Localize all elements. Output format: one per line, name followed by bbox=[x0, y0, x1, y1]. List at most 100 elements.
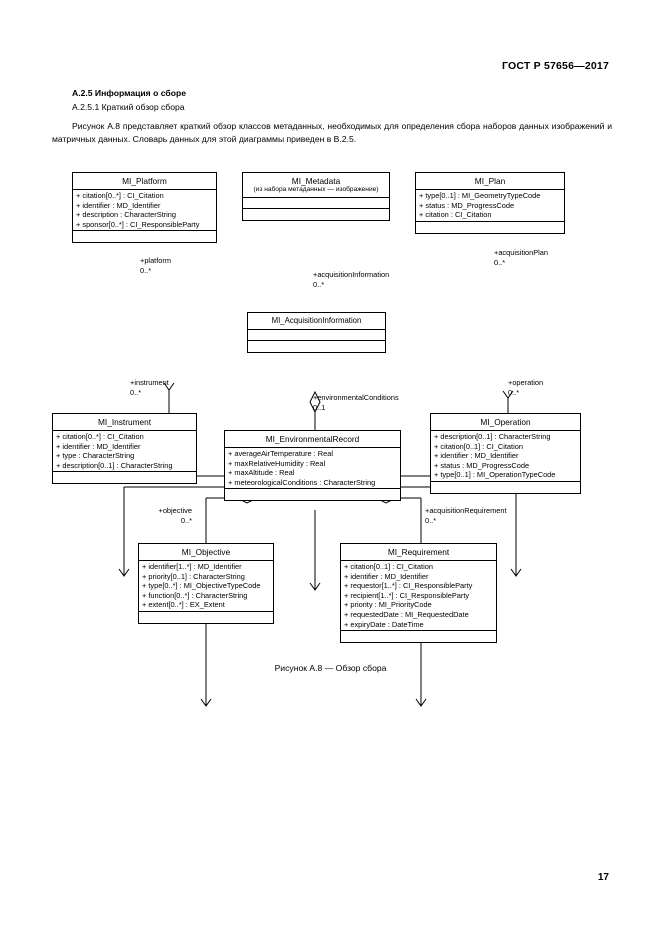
class-attributes bbox=[243, 198, 389, 209]
attribute-row: + citation[0..*] : CI_Citation bbox=[56, 432, 144, 441]
association-multiplicity: 0..* bbox=[140, 265, 152, 275]
uml-class-diagram: MI_Platform + citation[0..*] : CI_Citati… bbox=[0, 160, 661, 707]
attribute-row: + requestor[1..*] : CI_ResponsibleParty bbox=[344, 581, 473, 591]
attribute-row: + extent[0..*] : EX_Extent bbox=[142, 600, 225, 610]
uml-class-mi-operation[interactable]: MI_Operation + description[0..1] : Chara… bbox=[430, 413, 581, 494]
attribute-row: + averageAirTemperature : Real bbox=[228, 449, 333, 458]
uml-class-mi-plan[interactable]: MI_Plan + type[0..1] : MI_GeometryTypeCo… bbox=[415, 172, 565, 234]
attribute-row: + status : MD_ProgressCode bbox=[419, 200, 515, 210]
page-number: 17 bbox=[597, 872, 609, 883]
class-attributes: + averageAirTemperature : Real + maxRela… bbox=[225, 448, 400, 490]
association-multiplicity: 0..* bbox=[425, 515, 437, 525]
attribute-row: + citation[0..1] : CI_Citation bbox=[434, 441, 523, 451]
attribute-row: + type[0..1] : MI_GeometryTypeCode bbox=[419, 191, 541, 200]
attribute-row: + meteorologicalConditions : CharacterSt… bbox=[228, 477, 376, 487]
class-name-text: MI_Metadata bbox=[291, 176, 341, 186]
uml-class-mi-requirement[interactable]: MI_Requirement + citation[0..1] : CI_Cit… bbox=[340, 543, 497, 644]
uml-class-mi-environmentalrecord[interactable]: MI_EnvironmentalRecord + averageAirTempe… bbox=[224, 430, 401, 502]
attribute-row: + citation[0..1] : CI_Citation bbox=[344, 562, 433, 571]
attribute-row: + citation : CI_Citation bbox=[419, 210, 492, 220]
uml-class-mi-metadata[interactable]: MI_Metadata (из набора метаданных — изоб… bbox=[242, 172, 390, 221]
class-operations bbox=[53, 472, 196, 483]
attribute-row: + identifier : MD_Identifier bbox=[434, 451, 519, 461]
association-label-operation: +operation 0..* bbox=[508, 378, 543, 397]
association-role: +acquisitionPlan bbox=[494, 248, 549, 257]
association-multiplicity: 0..* bbox=[508, 387, 520, 397]
class-attributes: + citation[0..1] : CI_Citation + identif… bbox=[341, 561, 496, 632]
association-multiplicity: 0..* bbox=[180, 515, 192, 525]
association-multiplicity: 0..1 bbox=[313, 402, 326, 412]
association-multiplicity: 0..* bbox=[130, 387, 142, 397]
attribute-row: + description[0..1] : CharacterString bbox=[434, 432, 551, 441]
uml-class-mi-platform[interactable]: MI_Platform + citation[0..*] : CI_Citati… bbox=[72, 172, 217, 244]
class-name: MI_Operation bbox=[431, 414, 580, 431]
association-label-objective: +objective 0..* bbox=[96, 506, 193, 525]
association-label-acquisition-requirement: +acquisitionRequirement 0..* bbox=[425, 506, 507, 525]
association-role: +environmentalConditions bbox=[313, 393, 399, 402]
uml-class-mi-instrument[interactable]: MI_Instrument + citation[0..*] : CI_Cita… bbox=[52, 413, 197, 485]
attribute-row: + function[0..*] : CharacterString bbox=[142, 590, 248, 600]
class-operations bbox=[139, 612, 273, 623]
class-attributes: + citation[0..*] : CI_Citation + identif… bbox=[73, 190, 216, 232]
subsection-title: А.2.5.1 Краткий обзор сбора bbox=[72, 102, 185, 112]
association-label-instrument: +instrument 0..* bbox=[130, 378, 169, 397]
attribute-row: + status : MD_ProgressCode bbox=[434, 460, 530, 470]
class-operations bbox=[416, 222, 564, 233]
association-role: +objective bbox=[158, 506, 193, 515]
association-label-environmental-conditions: +environmentalConditions 0..1 bbox=[313, 393, 399, 412]
attribute-row: + type[0..*] : MI_ObjectiveTypeCode bbox=[142, 581, 261, 591]
association-role: +acquisitionInformation bbox=[313, 270, 390, 279]
class-operations bbox=[225, 489, 400, 500]
association-role: +operation bbox=[508, 378, 544, 387]
attribute-row: + identifier : MD_Identifier bbox=[56, 441, 141, 451]
attribute-row: + identifier[1..*] : MD_Identifier bbox=[142, 562, 242, 571]
attribute-row: + recipient[1..*] : CI_ResponsibleParty bbox=[344, 590, 470, 600]
class-name: MI_AcquisitionInformation bbox=[248, 313, 385, 330]
document-header: ГОСТ Р 57656—2017 bbox=[501, 60, 609, 72]
class-name: MI_Requirement bbox=[341, 544, 496, 561]
attribute-row: + identifier : MD_Identifier bbox=[76, 200, 161, 210]
association-multiplicity: 0..* bbox=[494, 257, 506, 267]
attribute-row: + maxAltitude : Real bbox=[228, 468, 295, 478]
association-role: +acquisitionRequirement bbox=[425, 506, 507, 515]
section-title: А.2.5 Информация о сборе bbox=[72, 88, 186, 98]
association-label-platform: +platform 0..* bbox=[140, 256, 171, 275]
attribute-row: + sponsor[0..*] : CI_ResponsibleParty bbox=[76, 219, 200, 229]
class-attributes: + type[0..1] : MI_GeometryTypeCode + sta… bbox=[416, 190, 564, 222]
class-name: MI_EnvironmentalRecord bbox=[225, 431, 400, 448]
class-operations bbox=[341, 631, 496, 642]
association-role: +instrument bbox=[130, 378, 169, 387]
class-attributes bbox=[248, 330, 385, 341]
attribute-row: + description[0..1] : CharacterString bbox=[56, 460, 173, 470]
uml-class-mi-objective[interactable]: MI_Objective + identifier[1..*] : MD_Ide… bbox=[138, 543, 274, 624]
class-name: MI_Objective bbox=[139, 544, 273, 561]
class-attributes: + identifier[1..*] : MD_Identifier + pri… bbox=[139, 561, 273, 612]
attribute-row: + priority : MI_PriorityCode bbox=[344, 600, 432, 610]
uml-class-mi-acquisitioninformation[interactable]: MI_AcquisitionInformation bbox=[247, 312, 386, 353]
attribute-row: + type[0..1] : MI_OperationTypeCode bbox=[434, 470, 556, 480]
paragraph-text: Рисунок А.8 представляет краткий обзор к… bbox=[52, 121, 612, 144]
attribute-row: + requestedDate : MI_RequestedDate bbox=[344, 609, 469, 619]
attribute-row: + identifier : MD_Identifier bbox=[344, 571, 429, 581]
attribute-row: + priority[0..1] : CharacterString bbox=[142, 571, 245, 581]
attribute-row: + type : CharacterString bbox=[56, 451, 135, 461]
body-paragraph: Рисунок А.8 представляет краткий обзор к… bbox=[52, 120, 612, 145]
class-name: MI_Instrument bbox=[53, 414, 196, 431]
attribute-row: + description : CharacterString bbox=[76, 210, 177, 220]
class-stereotype: (из набора метаданных — изображение) bbox=[253, 186, 379, 193]
figure-caption: Рисунок А.8 — Обзор сбора bbox=[274, 663, 387, 673]
class-name: MI_Plan bbox=[416, 173, 564, 190]
class-operations bbox=[73, 231, 216, 242]
attribute-row: + citation[0..*] : CI_Citation bbox=[76, 191, 164, 200]
association-role: +platform bbox=[140, 256, 172, 265]
class-operations bbox=[243, 209, 389, 220]
association-multiplicity: 0..* bbox=[313, 279, 325, 289]
class-attributes: + citation[0..*] : CI_Citation + identif… bbox=[53, 431, 196, 473]
association-label-acquisition-plan: +acquisitionPlan 0..* bbox=[494, 248, 548, 267]
association-label-acquisition-information: +acquisitionInformation 0..* bbox=[313, 270, 389, 289]
class-name: MI_Platform bbox=[73, 173, 216, 190]
class-name: MI_Metadata (из набора метаданных — изоб… bbox=[243, 173, 389, 198]
class-operations bbox=[431, 482, 580, 493]
attribute-row: + expiryDate : DateTime bbox=[344, 619, 424, 629]
attribute-row: + maxRelativeHumidity : Real bbox=[228, 458, 326, 468]
